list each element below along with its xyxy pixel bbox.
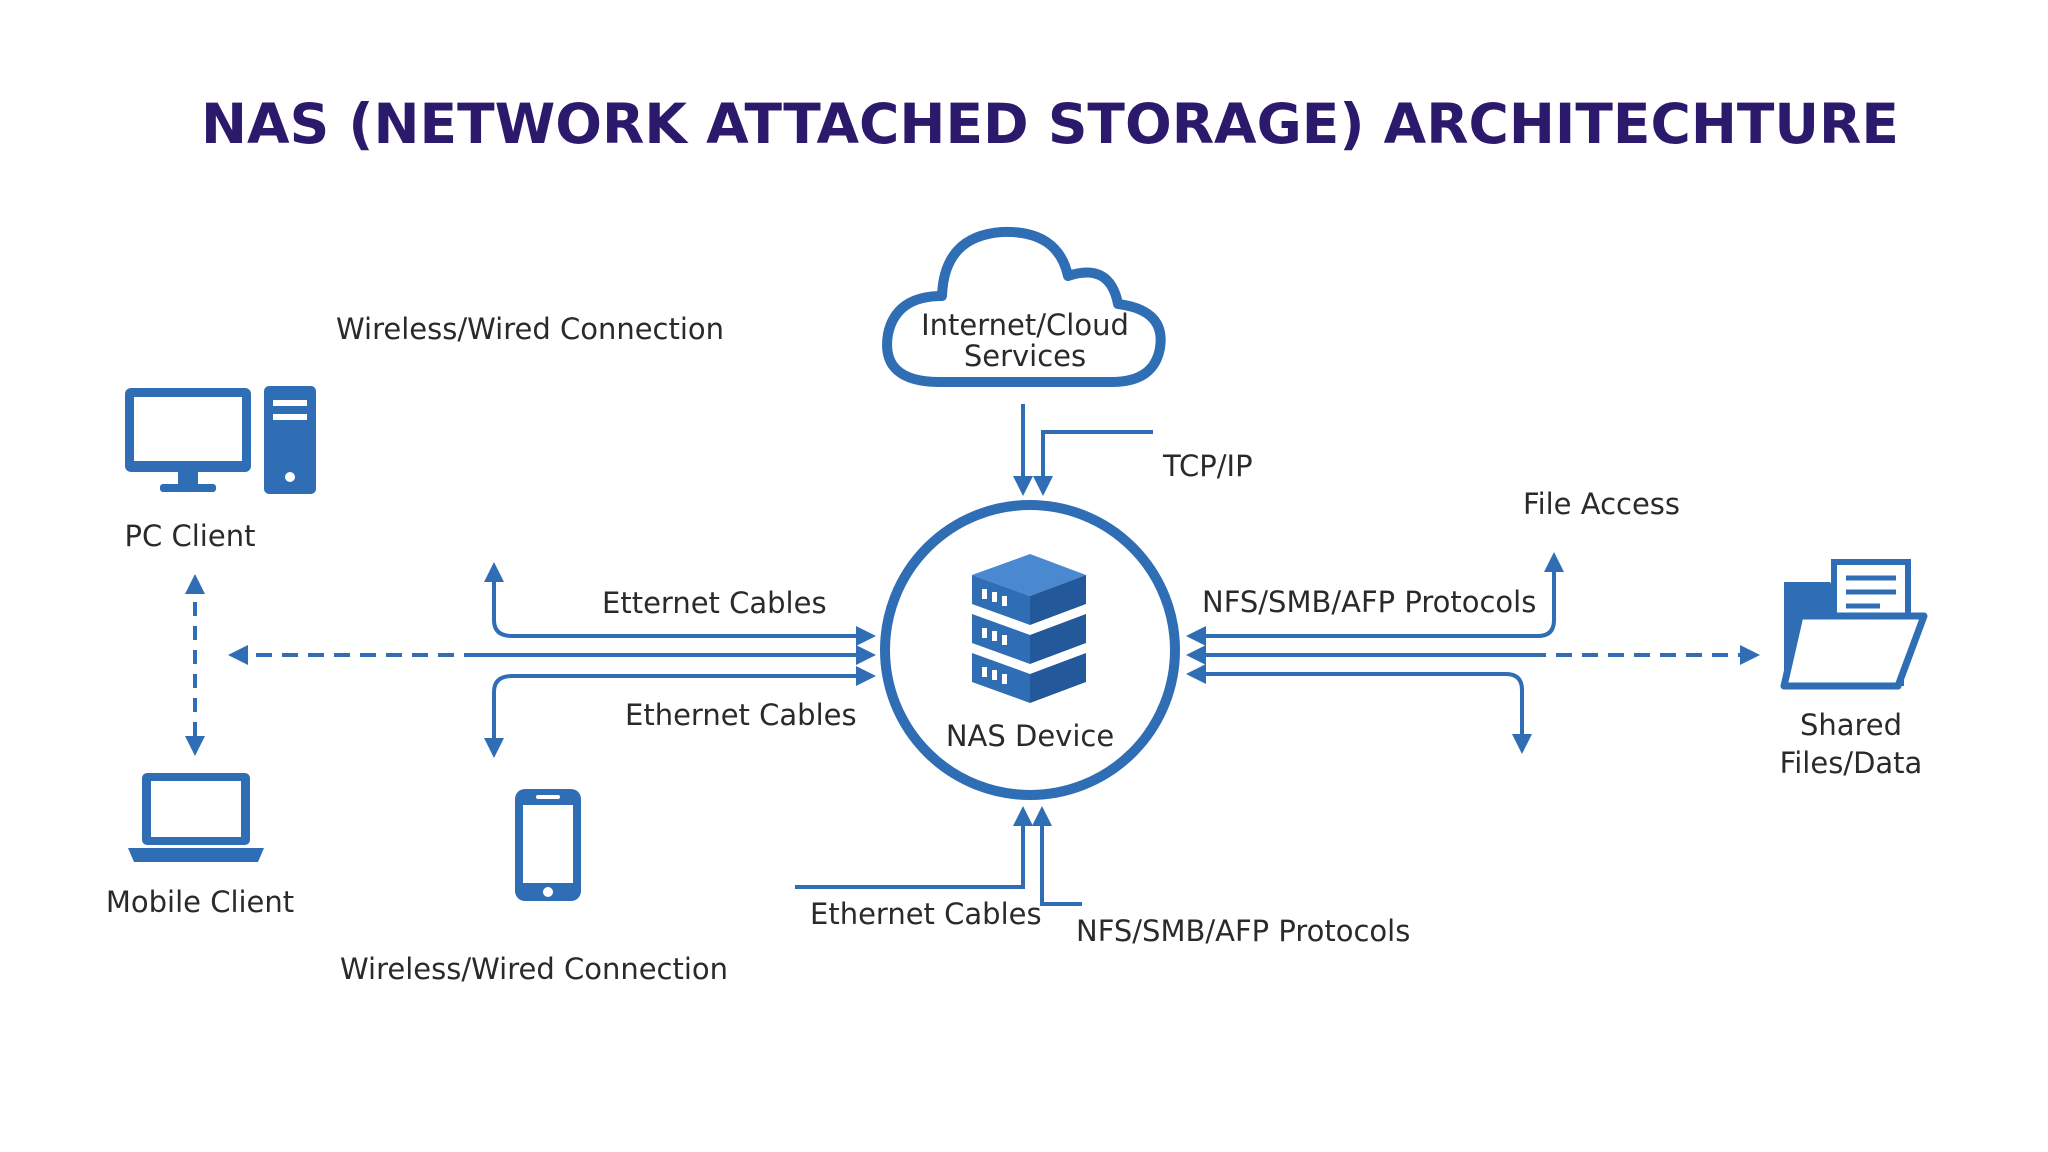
shared-label-line1: Shared (1800, 708, 1902, 742)
right-protocol-lines (1186, 552, 1564, 754)
pc-client-label: PC Client (125, 519, 256, 553)
server-stack-icon (972, 554, 1086, 703)
mobile-client-label: Mobile Client (106, 885, 294, 919)
page-title: NAS (NETWORK ATTACHED STORAGE) ARCHITECH… (201, 92, 1899, 156)
smartphone-icon (515, 789, 581, 901)
cloud-label-line1: Internet/Cloud (921, 308, 1129, 342)
ethernet-bottom-label: Ethernet Cables (810, 897, 1042, 931)
desktop-computer-icon (125, 386, 316, 494)
laptop-icon (128, 773, 264, 862)
protocols-right-label: NFS/SMB/AFP Protocols (1202, 585, 1536, 619)
file-access-label: File Access (1523, 487, 1680, 521)
left-ethernet-lines (480, 562, 876, 758)
wireless-top-label: Wireless/Wired Connection (336, 312, 724, 346)
shared-label-line2: Files/Data (1780, 746, 1923, 780)
ethernet-middle-label: Ethernet Cables (625, 698, 857, 732)
protocols-bottom-label: NFS/SMB/AFP Protocols (1076, 914, 1410, 948)
tcpip-label: TCP/IP (1162, 449, 1253, 483)
cloud-nas-lines (1013, 404, 1153, 496)
nas-device-label: NAS Device (946, 719, 1114, 753)
cloud-label-line2: Services (964, 339, 1086, 373)
ethernet-top-label: Etternet Cables (602, 586, 827, 620)
cloud-icon (882, 226, 1166, 387)
bottom-nas-lines (795, 806, 1082, 906)
wireless-bottom-label: Wireless/Wired Connection (340, 952, 728, 986)
folder-documents-icon (1780, 559, 1928, 690)
